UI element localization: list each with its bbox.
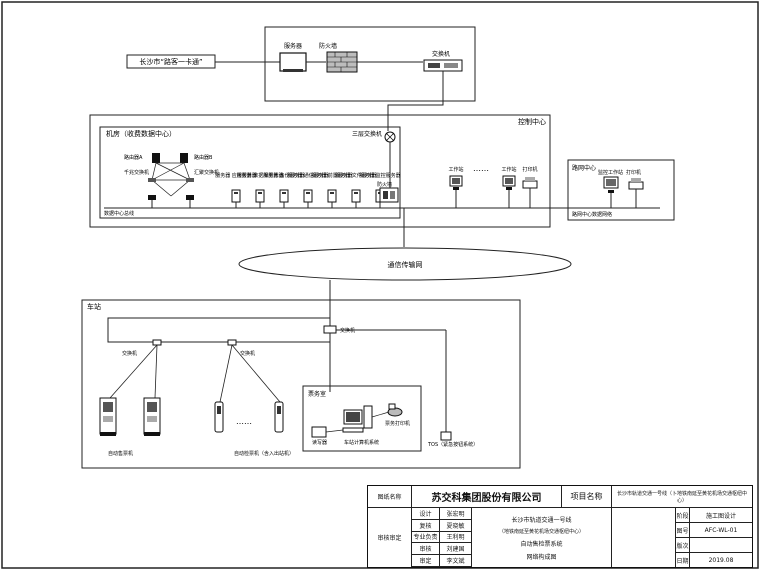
company-label-cell: 图纸名称	[368, 486, 412, 508]
title-block: 图纸名称 苏交科集团股份有限公司 项目名称 长沙市轨道交通一号线（卜地铁南延至黄…	[367, 485, 753, 568]
workstation-icon: 工作站	[501, 166, 517, 208]
svg-text:读写器: 读写器	[312, 439, 327, 446]
svg-text:……: ……	[236, 417, 252, 426]
server-4: 服务器 通信服务器	[287, 172, 329, 208]
server-icon	[279, 52, 307, 72]
svg-text:千兆交换机: 千兆交换机	[124, 169, 149, 176]
svg-text:汇聚交换机: 汇聚交换机	[194, 169, 219, 176]
role-cell: 审核	[412, 543, 440, 556]
svg-text:……: ……	[473, 164, 489, 173]
server-6: 服务器 文件服务器	[335, 172, 377, 208]
name-cell: 张宏明	[440, 508, 472, 520]
gate-2	[274, 401, 284, 433]
server-1: 服务器 应用服务器	[215, 172, 257, 208]
svg-text:车站: 车站	[87, 302, 101, 311]
remote-center-box	[567, 159, 675, 221]
company-name: 苏交科集团股份有限公司	[431, 493, 542, 504]
svg-text:机房（收费数据中心）: 机房（收费数据中心）	[106, 129, 176, 138]
ticket-office-box	[302, 385, 422, 452]
name-cell: 王利明	[440, 531, 472, 544]
server-label: 服务器 备份服务器	[263, 172, 305, 179]
server-5: 服务器 前置服务器	[311, 172, 353, 208]
core-switch-a	[152, 153, 160, 163]
drawing-title-cell: 长沙市轨道交通一号线 （地铁南延至黄花机场交通枢纽中心） 自动售检票系统 网络构…	[472, 508, 612, 567]
ticket-vending-machine-2	[143, 397, 161, 436]
station-switch	[323, 325, 337, 334]
role-cell: 审定	[412, 555, 440, 567]
printer-icon: 打印机	[522, 166, 538, 208]
svg-text:三层交换机: 三层交换机	[352, 130, 382, 138]
project-label-cell: 项目名称	[562, 486, 612, 508]
rack-icon	[379, 187, 399, 203]
svg-text:票务打印机: 票务打印机	[385, 420, 410, 427]
ticket-vending-machine-1	[99, 397, 117, 436]
remote-workstation	[603, 176, 619, 208]
svg-text:路网中心: 路网中心	[572, 164, 596, 172]
provincial-link-label: 长沙市“路客一卡通”	[139, 57, 202, 66]
svg-text:监控工作站: 监控工作站	[598, 169, 623, 176]
svg-text:防火墙: 防火墙	[377, 181, 392, 188]
svg-text:防火墙: 防火墙	[319, 42, 337, 50]
company-cell: 苏交科集团股份有限公司	[412, 486, 562, 508]
network-cloud	[238, 247, 572, 281]
svg-text:路由器A: 路由器A	[124, 154, 143, 161]
server-label: 服务器 文件服务器	[335, 172, 377, 179]
role-cell: 复核	[412, 519, 440, 532]
svg-text:打印机: 打印机	[626, 169, 641, 176]
switch-icon	[423, 59, 463, 72]
svg-text:路由器B: 路由器B	[194, 154, 213, 161]
station-backbone	[107, 317, 331, 343]
server-label: 服务器 应用服务器	[215, 172, 257, 179]
server-2: 服务器 数据库服务器	[237, 172, 284, 208]
svg-text:服务器: 服务器	[284, 42, 302, 50]
core-switch-b	[180, 153, 188, 163]
svg-text:控制中心: 控制中心	[518, 117, 546, 126]
top-center-box	[264, 26, 476, 102]
project-cell: 长沙市轨道交通一号线（卜地铁南延至黄花机场交通枢纽中心）	[612, 486, 752, 508]
svg-text:工作站: 工作站	[501, 166, 516, 173]
svg-text:自动售票机: 自动售票机	[108, 450, 133, 457]
remote-printer	[628, 178, 644, 208]
svg-text:车站计算机系统: 车站计算机系统	[344, 439, 379, 446]
name-cell: 夏晓敏	[440, 519, 472, 532]
svg-text:自动检票机（含入出站机）: 自动检票机（含入出站机）	[234, 450, 294, 457]
name-cell: 李文斌	[440, 555, 472, 567]
svg-text:数据中心总线: 数据中心总线	[104, 210, 134, 217]
ticket-printer-icon	[387, 403, 403, 417]
svg-text:TOS（紧急按钮系统）: TOS（紧急按钮系统）	[427, 441, 478, 448]
server-label: 服务器 数据库服务器	[237, 172, 284, 179]
role-cell: 专业负责	[412, 531, 440, 544]
station-box	[81, 299, 521, 469]
control-center-box	[89, 114, 551, 228]
name-cell: 刘建国	[440, 543, 472, 556]
svg-text:工作站: 工作站	[448, 166, 463, 173]
svg-text:票务室: 票务室	[308, 390, 326, 398]
server-room-box	[99, 126, 401, 219]
server-3: 服务器 备份服务器	[263, 172, 305, 208]
svg-text:路网中心数据网络: 路网中心数据网络	[572, 211, 612, 218]
server-label: 服务器 前置服务器	[311, 172, 353, 179]
approve-label-cell: 审核审定	[368, 508, 412, 567]
gate-1	[214, 401, 224, 433]
network-cloud-label: 通信传输网	[388, 260, 423, 269]
workstation-icon: 工作站	[448, 166, 464, 208]
svg-text:交换机: 交换机	[432, 50, 450, 58]
server-label: 服务器 通信服务器	[287, 172, 329, 179]
station-computer-icon	[342, 405, 373, 433]
reader-icon	[311, 426, 327, 438]
svg-text:交换机: 交换机	[240, 350, 255, 357]
svg-text:交换机: 交换机	[122, 350, 137, 357]
svg-text:打印机: 打印机	[522, 166, 537, 173]
server-label: 服务器 监控服务器	[359, 172, 401, 179]
firewall-icon	[326, 51, 358, 73]
role-cell: 设计	[412, 508, 440, 520]
